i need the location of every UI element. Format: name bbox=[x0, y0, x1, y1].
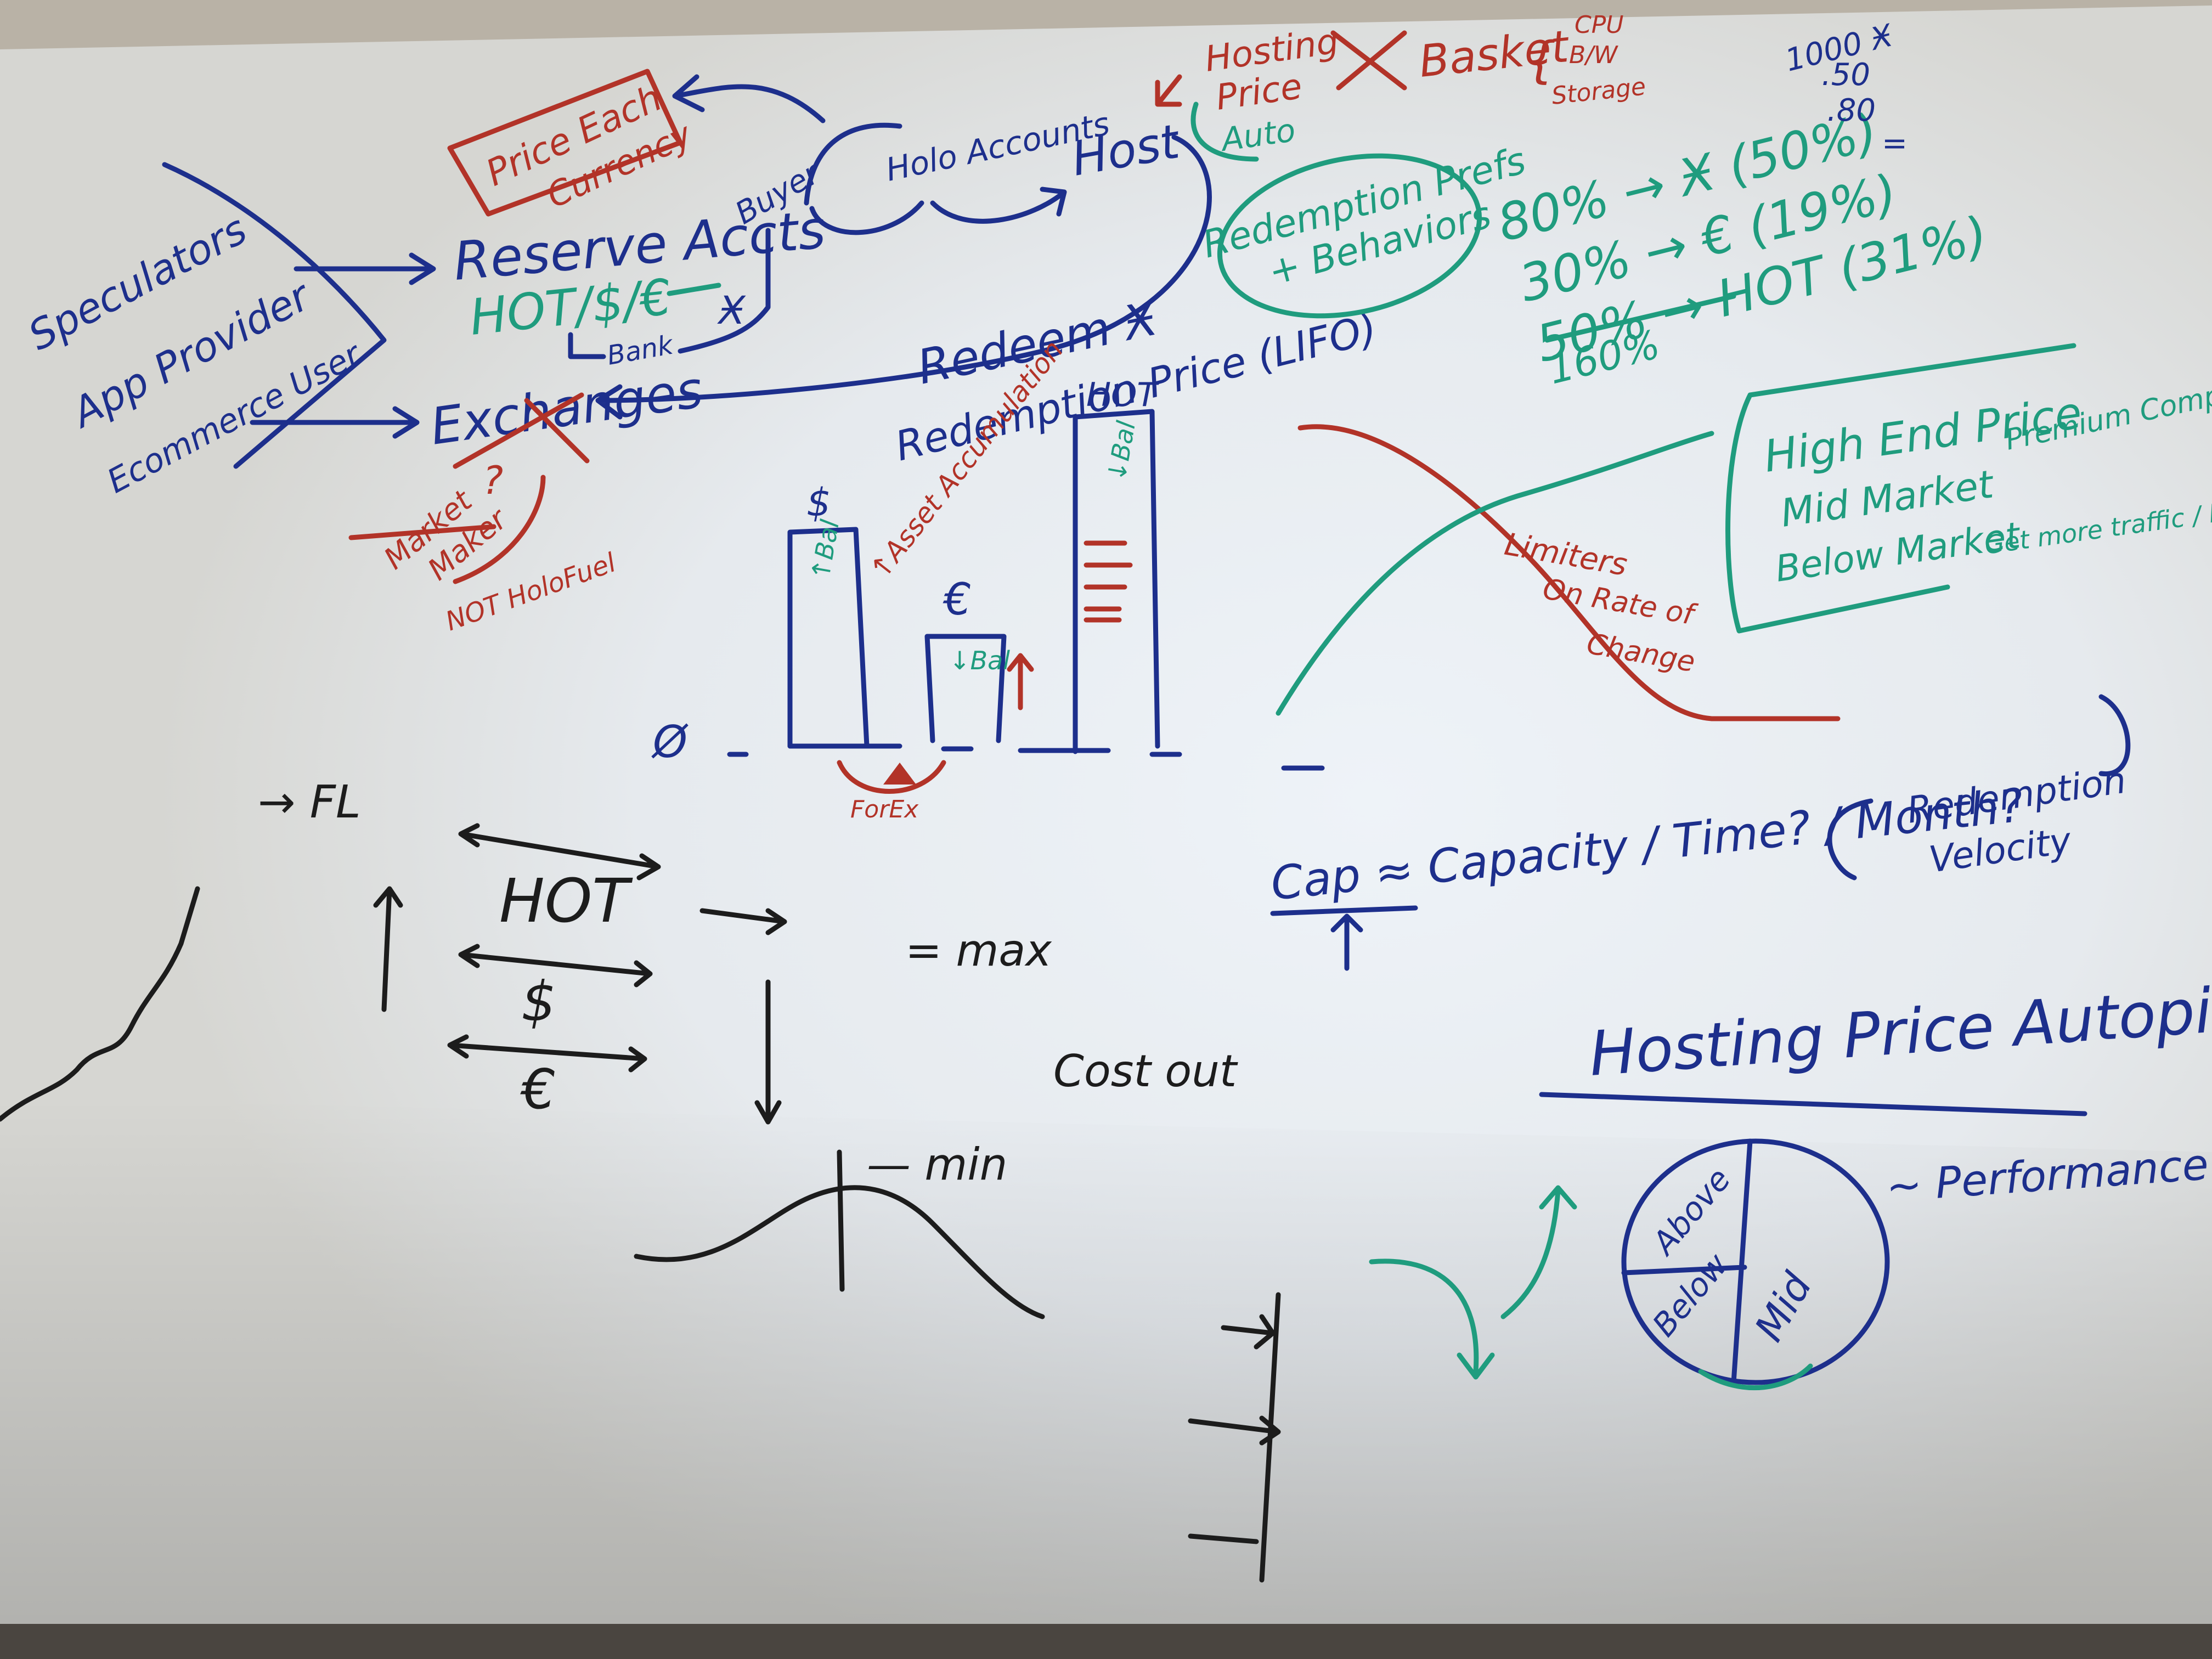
bw-label: B/W bbox=[1569, 41, 1618, 69]
delta-symbol bbox=[883, 763, 916, 785]
green-ascending-curve bbox=[1276, 431, 1714, 716]
red-descending-curve bbox=[1297, 424, 1841, 721]
buyer-to-holo-arrow bbox=[804, 122, 902, 206]
lower-hot-label: HOT bbox=[499, 866, 633, 936]
bell-curve bbox=[634, 1185, 1045, 1319]
exchanges-strike bbox=[453, 392, 590, 469]
forex-arc bbox=[837, 760, 946, 794]
audience-arrows bbox=[162, 162, 436, 469]
zero-label: Ø bbox=[651, 716, 689, 768]
weight-3: .80 bbox=[1827, 93, 1876, 128]
tick-axis bbox=[1188, 1292, 1281, 1583]
forex-label: ForEx bbox=[850, 795, 919, 823]
floor-strip bbox=[0, 1624, 2212, 1659]
squiggle-chart bbox=[0, 886, 200, 1122]
fuel-symbol: Ӿ bbox=[717, 288, 746, 333]
fl-label: → FL bbox=[258, 776, 361, 828]
cpu-label: CPU bbox=[1575, 11, 1623, 39]
autopilot-underline bbox=[1539, 1092, 2087, 1116]
hot-bar bbox=[1073, 409, 1160, 754]
cost-out-label: Cost out bbox=[1053, 1046, 1238, 1097]
euro-label: € bbox=[943, 574, 972, 625]
equals-sign: = bbox=[1882, 126, 1908, 161]
dollar-bar bbox=[787, 527, 870, 749]
reserve-return-arrow bbox=[667, 283, 721, 296]
question-mark: ? bbox=[483, 458, 503, 503]
holo-to-buyer-loop bbox=[809, 200, 924, 235]
market-maker-strike bbox=[348, 524, 496, 540]
hot-label: HOT bbox=[1086, 376, 1159, 414]
lower-sketch: → FL HOT $ € = max Cost out — min bbox=[0, 776, 1281, 1583]
holo-to-host-arrow bbox=[930, 187, 1067, 224]
redeem-loop bbox=[595, 134, 1212, 420]
green-swoosh-arrows bbox=[1369, 1185, 1577, 1380]
euro-red-arrow bbox=[1007, 653, 1034, 710]
euro-bal: ↓Bal bbox=[949, 646, 1010, 675]
max-label: = max bbox=[905, 925, 1052, 976]
tiers-bracket bbox=[1725, 343, 2076, 634]
hosting-price-group: Hosting Price Auto Basket { CPU B/W Stor… bbox=[1155, 11, 1647, 162]
bank-flow: Bank Ӿ bbox=[568, 228, 771, 371]
weight-2: .50 bbox=[1821, 57, 1870, 93]
min-label: — min bbox=[867, 1139, 1007, 1190]
basket-brace: { bbox=[1525, 31, 1556, 89]
velocity-bracket bbox=[1827, 694, 2131, 881]
market-maker-arrow bbox=[453, 475, 546, 584]
capacity-underline bbox=[1270, 905, 1418, 971]
board-shade bbox=[0, 1097, 2212, 1659]
dollar-label: $ bbox=[806, 480, 831, 525]
lower-euro-label: € bbox=[520, 1057, 556, 1121]
price-box-arrow bbox=[672, 74, 826, 123]
bars-baseline bbox=[727, 743, 1182, 757]
allocation-underline bbox=[1544, 294, 1736, 343]
hot-red-levels bbox=[1084, 540, 1133, 623]
euro-bar bbox=[924, 634, 1007, 743]
lower-dollar-label: $ bbox=[521, 969, 556, 1034]
